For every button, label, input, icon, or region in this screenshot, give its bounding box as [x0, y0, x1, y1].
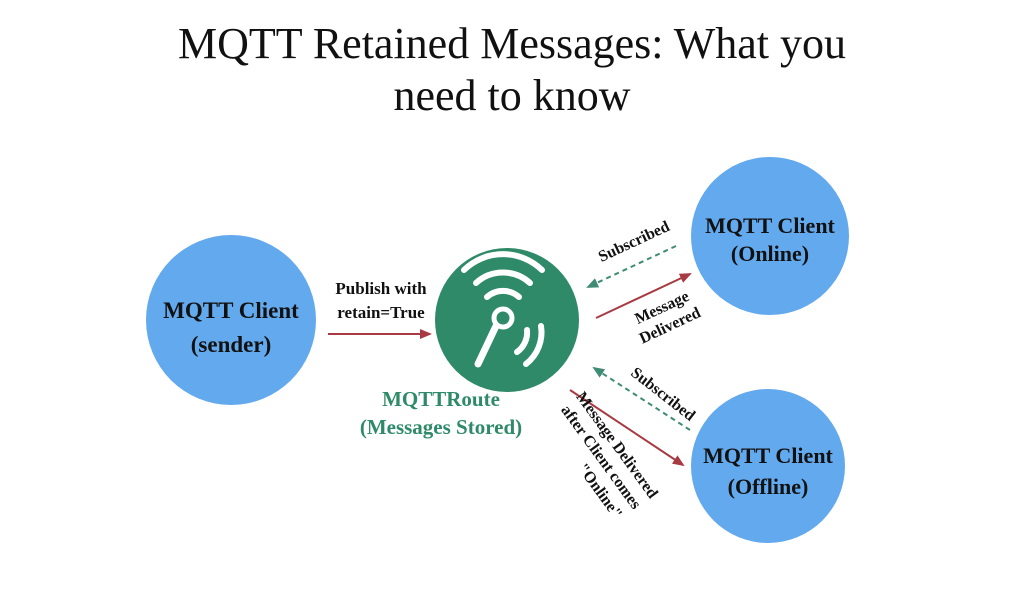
- title-line-1: MQTT Retained Messages: What you: [177, 19, 847, 68]
- subscribed-online-edge: Subscribed: [586, 218, 677, 288]
- subscribed-online-label: Subscribed: [596, 218, 673, 266]
- wifi-signal-icon: [461, 251, 545, 368]
- online-client-node: MQTT Client (Online): [691, 157, 849, 315]
- offline-client-node: MQTT Client (Offline): [691, 389, 845, 543]
- publish-label-line-2: retain=True: [337, 303, 425, 322]
- online-client-circle: [691, 157, 849, 315]
- delivered-offline-edge: Message Delivered after Client comes "On…: [557, 389, 685, 522]
- publish-edge: Publish with retain=True: [328, 279, 432, 339]
- offline-client-circle: [691, 389, 845, 543]
- subscribed-offline-arrow: [592, 366, 691, 431]
- subscribed-online-arrow: [586, 245, 677, 288]
- title-line-2: need to know: [393, 71, 631, 120]
- online-client-line-1: MQTT Client: [705, 213, 835, 238]
- broker-node: MQTTRoute (Messages Stored): [360, 248, 579, 439]
- sender-client-circle: [146, 235, 316, 405]
- delivered-online-edge: Message Delivered: [595, 273, 703, 347]
- broker-label-line-1: MQTTRoute: [382, 387, 500, 411]
- publish-label-line-1: Publish with: [335, 279, 427, 298]
- broker-label-line-2: (Messages Stored): [360, 415, 522, 439]
- sender-client-line-1: MQTT Client: [163, 298, 299, 323]
- page-title: MQTT Retained Messages: What you need to…: [0, 18, 1024, 122]
- online-client-line-2: (Online): [731, 241, 809, 266]
- sender-client-node: MQTT Client (sender): [146, 235, 316, 405]
- subscribed-offline-label: Subscribed: [627, 364, 698, 425]
- delivered-offline-arrow: [569, 389, 685, 467]
- delivered-online-arrow: [595, 273, 692, 319]
- offline-client-line-2: (Offline): [728, 474, 809, 499]
- offline-client-line-1: MQTT Client: [703, 443, 833, 468]
- sender-client-line-2: (sender): [191, 332, 271, 357]
- broker-circle: [435, 248, 579, 392]
